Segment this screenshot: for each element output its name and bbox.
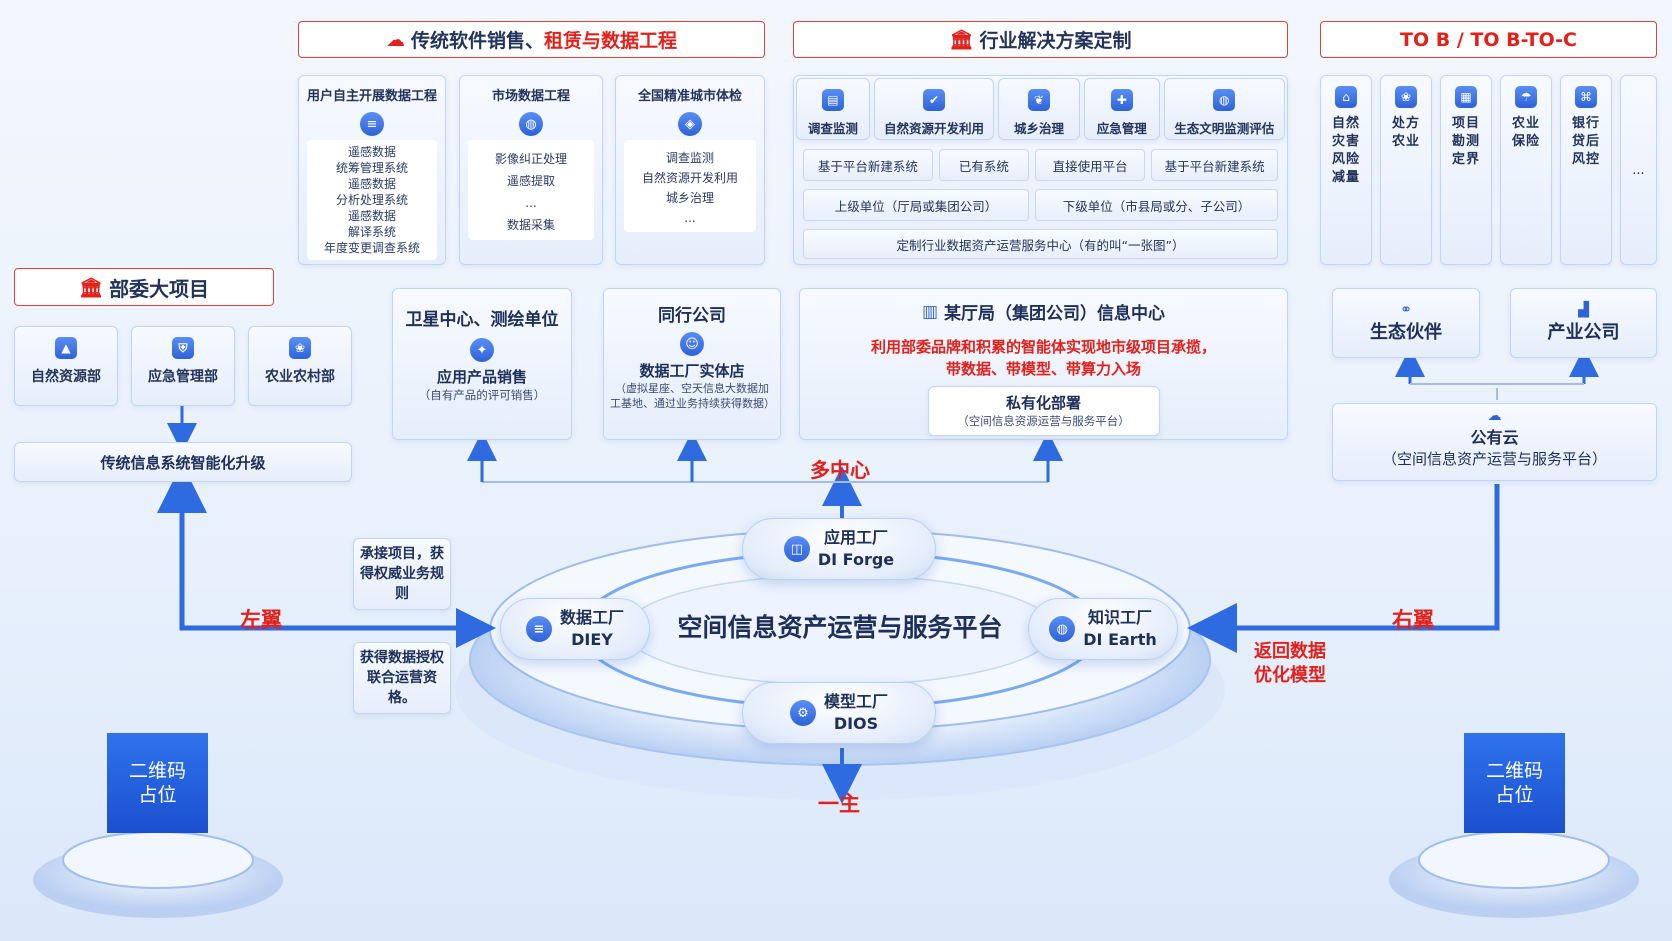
tob-header: TO B / TO B-TO-C — [1320, 21, 1657, 58]
shield-icon: ⛨ — [172, 337, 194, 359]
cloud-icon: ☁ — [1487, 408, 1502, 424]
factory-icon: ▟ — [1578, 302, 1589, 318]
subordinate-unit: 下级单位（市县局或分、子公司） — [1035, 189, 1278, 221]
ruler-icon: ▦ — [1455, 86, 1477, 108]
satellite-center-card: 卫星中心、测绘单位 ✦ 应用产品销售 （自有产品的评可销售） — [392, 288, 572, 440]
industry-tab-ecology: ◍ 生态文明监测评估 — [1163, 78, 1285, 140]
plant-icon: ❀ — [289, 337, 311, 359]
industry-tab-survey: ▤ 调查监测 — [796, 78, 870, 140]
existing-system: 已有系统 — [938, 149, 1030, 181]
bank-icon: ⌘ — [1575, 86, 1597, 108]
qr-placeholder-left: 二维码占位 — [107, 733, 208, 833]
direct-use-platform: 直接使用平台 — [1035, 149, 1146, 181]
upgrade-box: 传统信息系统智能化升级 — [14, 442, 352, 482]
map-icon: ◈ — [678, 112, 702, 136]
peer-company-card: 同行公司 ☺ 数据工厂实体店 （虚拟星座、空天信息大数据加工基地、通过业务持续获… — [603, 288, 781, 440]
build-on-platform: 基于平台新建系统 — [803, 149, 933, 181]
bank-icon: 🏛 — [78, 276, 104, 299]
private-deployment-box: 私有化部署 （空间信息资源运营与服务平台） — [927, 386, 1160, 436]
traditional-items: 遥感数据 统筹管理系统 遥感数据 分析处理系统 遥感数据 解译系统 年度变更调查… — [307, 140, 437, 260]
superior-unit: 上级单位（厅局或集团公司） — [803, 189, 1030, 221]
building-icon: ▥ — [921, 301, 939, 322]
cube-icon: ◫ — [783, 536, 810, 562]
industry-tab-emergency: ✚ 应急管理 — [1083, 78, 1160, 140]
gear-icon: ⚙ — [789, 700, 816, 726]
note-data-authorization: 获得数据授权联合运营资格。 — [353, 642, 451, 714]
tob-col-insurance: ☂ 农业保险 — [1500, 75, 1552, 265]
umbrella-icon: ☂ — [1515, 86, 1537, 108]
bank-icon: 🏛 — [949, 29, 974, 51]
database-icon: ≡ — [360, 112, 384, 136]
traditional-column-market: 市场数据工程 ◍ 影像纠正处理 遥感提取 ... 数据采集 — [459, 75, 603, 265]
tob-col-agri: ❀ 处方农业 — [1380, 75, 1432, 265]
multi-center-label: 多中心 — [810, 458, 870, 482]
database-icon: ≡ — [525, 616, 552, 642]
traditional-header: ☁ 传统软件销售、 租赁与数据工程 — [298, 21, 765, 58]
bag-icon: ✚ — [1110, 89, 1133, 111]
document-icon: ▤ — [821, 89, 844, 111]
right-wing-label: 右翼 — [1392, 608, 1434, 632]
mountain-icon: ▲ — [55, 337, 77, 359]
platform-title: 空间信息资产运营与服务平台 — [677, 613, 1003, 642]
traditional-column-self-engineering: 用户自主开展数据工程 ≡ 遥感数据 统筹管理系统 遥感数据 分析处理系统 遥感数… — [298, 75, 446, 265]
traditional-column-city-check: 全国精准城市体检 ◈ 调查监测 自然资源开发利用 城乡治理 ... — [615, 75, 765, 265]
satellite-icon: ✦ — [470, 338, 494, 362]
industry-row1: 基于平台新建系统 已有系统 直接使用平台 基于平台新建系统 — [803, 149, 1278, 181]
team-icon: ☺ — [680, 332, 704, 356]
tob-col-bank: ⌘ 银行贷后风控 — [1560, 75, 1612, 265]
industry-tab-resources: ✔ 自然资源开发利用 — [873, 78, 995, 140]
plant-icon: ❀ — [1395, 86, 1417, 108]
qr-placeholder-right: 二维码占位 — [1464, 733, 1565, 833]
public-cloud-card: ☁ 公有云 （空间信息资产运营与服务平台） — [1332, 403, 1657, 481]
tob-col-disaster: ⌂ 自然灾害风险减量 — [1320, 75, 1372, 265]
globe-icon: ◍ — [519, 112, 543, 136]
check-icon: ✔ — [923, 89, 946, 111]
globe-icon: ◍ — [1049, 616, 1076, 642]
note-business-rules: 承接项目，获得权威业务规则 — [353, 538, 451, 610]
ministry-card-natural-resources: ▲ 自然资源部 — [14, 326, 118, 406]
main-label: 一主 — [818, 792, 860, 816]
ministry-card-agriculture: ❀ 农业农村部 — [248, 326, 352, 406]
eco-partner-card: ⚭ 生态伙伴 — [1332, 288, 1480, 358]
left-wing-label: 左翼 — [240, 608, 282, 632]
feedback-label: 返回数据优化模型 — [1254, 641, 1326, 686]
house-icon: ⌂ — [1335, 86, 1357, 108]
handshake-icon: ⚭ — [1400, 302, 1412, 318]
industry-header: 🏛 行业解决方案定制 — [793, 21, 1288, 58]
build-on-platform-2: 基于平台新建系统 — [1151, 149, 1278, 181]
industry-tabs: ▤ 调查监测 ✔ 自然资源开发利用 ❦ 城乡治理 ✚ 应急管理 ◍ 生态文明监测… — [796, 78, 1285, 140]
industry-tab-urban: ❦ 城乡治理 — [998, 78, 1080, 140]
ministry-card-emergency: ⛨ 应急管理部 — [131, 326, 235, 406]
tob-col-more: ... — [1620, 75, 1657, 265]
industry-row2: 上级单位（厅局或集团公司） 下级单位（市县局或分、子公司） — [803, 189, 1278, 221]
custom-data-center: 定制行业数据资产运营服务中心（有的叫“一张图”） — [803, 229, 1278, 259]
leaf-icon: ❦ — [1028, 89, 1051, 111]
bureau-info-center-card: ▥ 某厅局（集团公司）信息中心 利用部委品牌和积累的智能体实现地市级项目承揽， … — [799, 288, 1288, 440]
ministry-project-header: 🏛 部委大项目 — [14, 268, 274, 306]
tob-col-survey: ▦ 项目勘测定界 — [1440, 75, 1492, 265]
cloud-icon: ☁ — [385, 28, 405, 51]
industry-company-card: ▟ 产业公司 — [1510, 288, 1657, 358]
globe-icon: ◍ — [1213, 89, 1236, 111]
